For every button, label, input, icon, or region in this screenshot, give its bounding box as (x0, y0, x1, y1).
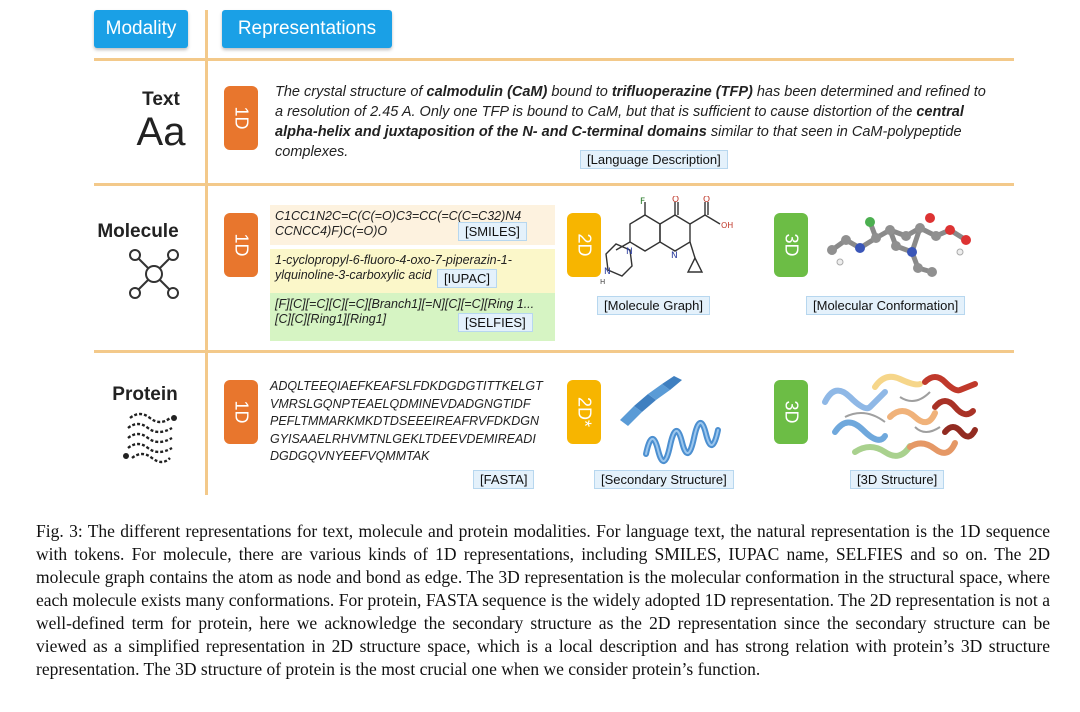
protein-3d-badge: 3D (774, 380, 808, 444)
protein-1d-badge: 1D (224, 380, 258, 444)
molecule-1d-badge: 1D (224, 213, 258, 277)
text-1d-badge: 1D (224, 86, 258, 150)
molecule-2d-badge: 2D (567, 213, 601, 277)
fasta-sequence: ADQLTEEQIAEFKEAFSLFDKDGDGTITTKELGT VMRSL… (270, 378, 560, 466)
selfies-tag: [SELFIES] (458, 313, 533, 332)
secondary-structure-tag: [Secondary Structure] (594, 470, 734, 489)
secondary-structure-drawing (620, 376, 721, 464)
3d-structure-tag: [3D Structure] (850, 470, 945, 489)
iupac-tag: [IUPAC] (437, 269, 497, 288)
smiles-text: C1CC1N2C=C(C(=O)C3=CC(=C(C=C32)N4 CCNCC4… (275, 209, 522, 238)
molecular-conformation-drawing (827, 213, 971, 277)
divider-text-molecule (94, 183, 1014, 186)
iupac-box: 1-cyclopropyl-6-fluoro-4-oxo-7-piperazin… (270, 249, 555, 295)
atom-OH: OH (721, 221, 733, 230)
divider-molecule-protein (94, 350, 1014, 353)
text-segment: bound to (547, 84, 612, 100)
atom-H: H (600, 278, 605, 286)
text-segment: similar to that seen in CaM-polypeptide … (275, 124, 962, 160)
protein-icon (123, 412, 177, 464)
molecule-icon (129, 249, 179, 299)
text-glyph-icon: Aa (136, 110, 186, 154)
atom-F: F (640, 197, 645, 207)
molecule-3d-badge: 3D (774, 213, 808, 277)
vertical-divider (205, 10, 208, 495)
protein-3d-structure-drawing (822, 373, 978, 459)
protein-row-label: Protein (112, 384, 178, 405)
text-row-label: Text (142, 89, 180, 110)
molecule-graph-drawing: F O O OH N N N H (600, 196, 733, 286)
fasta-line: DGDGQVNYEEFVQMMTAK (270, 449, 430, 463)
iupac-text: 1-cyclopropyl-6-fluoro-4-oxo-7-piperazin… (275, 253, 512, 282)
divider-top (94, 58, 1014, 61)
modality-header: Modality (94, 10, 188, 48)
text-segment: has been determined and refined to a res… (275, 84, 986, 120)
language-description-tag: [Language Description] (580, 150, 728, 169)
figure-caption: Fig. 3: The different representations fo… (36, 521, 1050, 679)
molecule-graph-tag: [Molecule Graph] (597, 296, 710, 315)
atom-N1: N (671, 251, 678, 261)
smiles-tag: [SMILES] (458, 222, 527, 241)
fasta-tag: [FASTA] (473, 470, 535, 489)
molecular-conformation-tag: [Molecular Conformation] (806, 296, 966, 315)
text-segment: The crystal structure of (275, 84, 427, 100)
protein-2d-badge: 2D* (567, 380, 601, 444)
atom-O2: O (703, 196, 710, 205)
atom-O1: O (672, 196, 679, 205)
representations-header: Representations (222, 10, 392, 48)
text-highlight: central alpha-helix and juxtaposition of… (275, 104, 964, 140)
text-highlight: trifluoperazine (TFP) (611, 84, 753, 100)
text-description: The crystal structure of calmodulin (CaM… (275, 82, 995, 162)
fasta-line: VMRSLGQNPTEAELQDMINEVDADGNGTIDF (270, 396, 531, 411)
atom-N2: N (626, 247, 633, 257)
molecule-row-label: Molecule (97, 221, 179, 242)
atom-N3: N (604, 267, 611, 277)
fasta-line: ADQLTEEQIAEFKEAFSLFDKDGDGTITTKELGT (270, 379, 543, 393)
selfies-text: [F][C][=C][C][=C][Branch1][=N][C][=C][Ri… (275, 297, 535, 326)
fasta-line: PEFLTMMARKMKDTDSEEEIREAFRVFDKDGN (270, 414, 540, 428)
fasta-line: GYISAAELRHVMTNLGEKLTDEEVDEMIREADI (270, 431, 536, 446)
text-highlight: calmodulin (CaM) (426, 84, 548, 100)
